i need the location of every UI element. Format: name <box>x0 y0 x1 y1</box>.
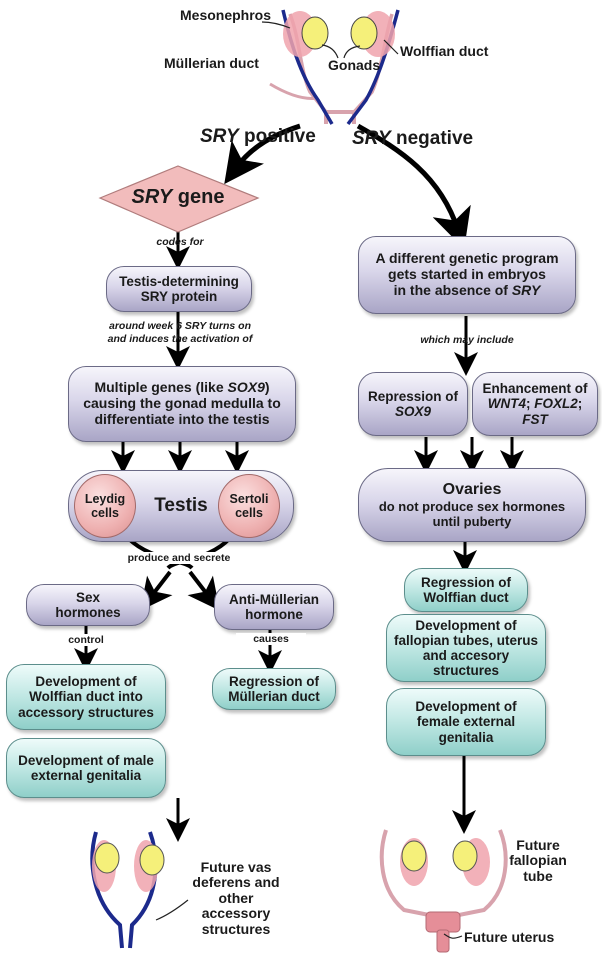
leydig-cells-circle: Leydig cells <box>74 474 136 538</box>
label-future-fallopian-tube: Future fallopian tube <box>509 837 567 884</box>
box-mullerian-regression: Regression of Müllerian duct <box>212 668 336 710</box>
box-multiple-genes: Multiple genes (like SOX9) causing the g… <box>68 366 296 442</box>
box-ovaries: Ovaries do not produce sex hormones unti… <box>358 468 586 542</box>
note-which-may-include: which may include <box>420 334 514 346</box>
sertoli-cells-circle: Sertoli cells <box>218 474 280 538</box>
box-sex-hormones: Sex hormones <box>26 584 150 626</box>
sry-gene-label: SRY gene <box>131 186 225 208</box>
note-produce-and-secrete: produce and secrete <box>114 552 244 564</box>
label-mullerian-duct: Müllerian duct <box>164 55 259 71</box>
box-wolffian-development: Development of Wolffian duct into access… <box>6 664 166 730</box>
box-enhancement-wnt4: Enhancement of WNT4; FOXL2; FST <box>472 372 598 436</box>
box-different-genetic-program: A different genetic program gets started… <box>358 236 576 314</box>
box-male-external-genitalia: Development of male external genitalia <box>6 738 166 798</box>
arrow-sry-positive <box>224 123 301 185</box>
label-future-vas-deferens: Future vas deferens and other accessory … <box>192 859 280 937</box>
gonad-right <box>350 16 378 50</box>
uterus-shape <box>425 911 461 933</box>
top-anatomy-figure <box>261 9 400 126</box>
note-codes-for: codes for <box>156 236 204 248</box>
box-testis-determining-protein: Testis-determining SRY protein <box>106 266 252 312</box>
arrow-sry-negative <box>356 123 471 250</box>
box-anti-mullerian-hormone: Anti-Müllerian hormone <box>214 584 334 630</box>
box-repression-sox9: Repression of SOX9 <box>358 372 468 436</box>
sry-gene-diamond <box>98 165 260 233</box>
box-fallopian-development: Development of fallopian tubes, uterus a… <box>386 614 546 682</box>
label-gonads: Gonads <box>328 57 381 73</box>
box-female-external-genitalia: Development of female external genitalia <box>386 688 546 756</box>
male-future-anatomy-figure <box>90 831 189 949</box>
box-wolffian-regression: Regression of Wolffian duct <box>404 568 528 612</box>
label-future-uterus: Future uterus <box>464 929 555 945</box>
label-sry-positive: SRY positive <box>200 126 316 147</box>
note-control: control <box>46 634 126 646</box>
label-mesonephros: Mesonephros <box>180 7 272 23</box>
note-causes: causes <box>236 633 306 645</box>
label-sry-negative: SRY negative <box>352 128 474 149</box>
female-future-anatomy-figure <box>379 829 508 953</box>
gonad-left <box>301 16 329 50</box>
label-wolffian-duct: Wolffian duct <box>400 43 489 59</box>
